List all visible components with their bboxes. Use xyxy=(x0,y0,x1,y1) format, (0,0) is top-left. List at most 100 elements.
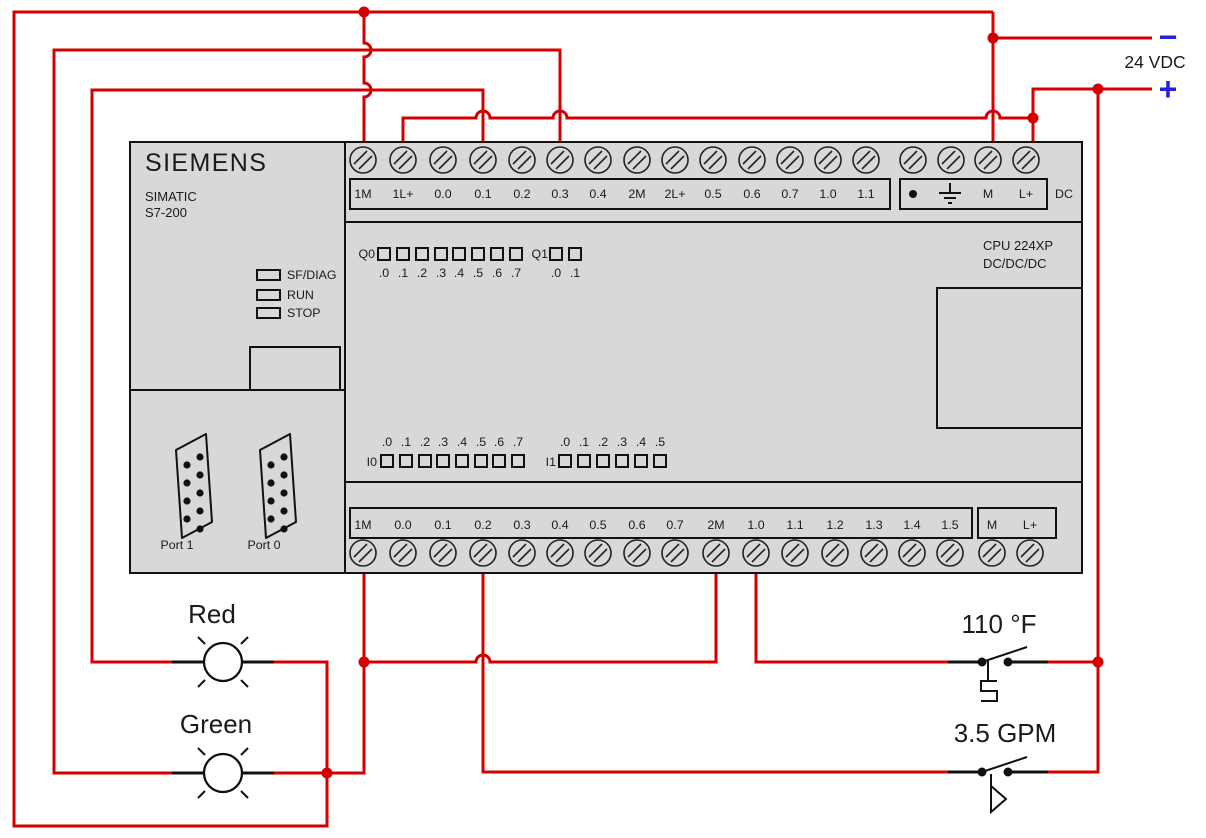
screw-terminal xyxy=(508,539,536,567)
junction-dot xyxy=(987,32,999,44)
terminal-label: 0.7 xyxy=(781,187,798,201)
plc-outline xyxy=(129,141,1083,574)
port-pin xyxy=(267,479,275,487)
terminal-label: L+ xyxy=(1019,187,1033,201)
input-point-label: .0 xyxy=(560,435,570,449)
wire-0v-top-rail xyxy=(12,10,993,828)
screw-terminal xyxy=(936,539,964,567)
plc-module: SIEMENS SIMATIC S7-200 SF/DIAG RUN STOP … xyxy=(129,141,1083,574)
output-led-square xyxy=(452,247,466,261)
input-group-i1-label: I1 xyxy=(546,455,556,469)
run-led xyxy=(256,289,281,301)
expansion-port-box xyxy=(936,287,1083,429)
terminal-label: M xyxy=(987,518,997,532)
terminal-label: 1.0 xyxy=(747,518,764,532)
port-pin xyxy=(196,525,204,533)
port-0-connector xyxy=(259,433,297,539)
terminal-label: 1.2 xyxy=(826,518,843,532)
output-point-label: .7 xyxy=(511,266,521,280)
temperature-switch: 110 °F xyxy=(948,609,1048,702)
output-point-label: .1 xyxy=(398,266,408,280)
wire-output01-to-red-lamp xyxy=(90,88,485,664)
port-pin xyxy=(196,471,204,479)
terminal-label: 1.0 xyxy=(819,187,836,201)
screw-terminal xyxy=(623,146,651,174)
siemens-logo: SIEMENS xyxy=(145,149,267,177)
top-screw-row xyxy=(349,146,1040,174)
supply-voltage-label: 24 VDC xyxy=(1124,52,1185,72)
switch-arm xyxy=(981,646,1028,663)
terminal-label: 2L+ xyxy=(664,187,685,201)
red-lamp-label: Red xyxy=(188,599,236,629)
terminal-label: 1L+ xyxy=(392,187,413,201)
terminal-label: L+ xyxy=(1023,518,1037,532)
screw-terminal xyxy=(937,146,965,174)
terminal-label: 1.3 xyxy=(865,518,882,532)
power-supply: 24 VDC − + xyxy=(1124,19,1185,107)
wire-plus-drop xyxy=(1048,89,1100,774)
cpu-power-label: DC/DC/DC xyxy=(983,256,1047,271)
temperature-actuator-icon xyxy=(980,661,998,702)
screw-terminal xyxy=(738,146,766,174)
port-pin xyxy=(267,461,275,469)
terminal-label: 0.5 xyxy=(589,518,606,532)
wire-1m-top-riser xyxy=(362,12,373,144)
input-led-square xyxy=(577,454,591,468)
screw-terminal xyxy=(1012,146,1040,174)
input-point-label: .4 xyxy=(636,435,646,449)
port-pin xyxy=(267,497,275,505)
screw-terminal xyxy=(899,146,927,174)
port-0-pins xyxy=(267,453,288,533)
green-lamp-label: Green xyxy=(180,709,252,739)
port-pin xyxy=(196,489,204,497)
terminal-label: 1M xyxy=(354,518,371,532)
screw-terminal xyxy=(702,539,730,567)
port-pin xyxy=(280,489,288,497)
screw-terminal xyxy=(429,146,457,174)
input-point-label: .5 xyxy=(655,435,665,449)
sf-diag-led xyxy=(256,269,281,281)
screw-terminal xyxy=(546,146,574,174)
bottom-screw-row xyxy=(349,539,1044,567)
flow-switch-label: 3.5 GPM xyxy=(954,718,1057,748)
screw-terminal xyxy=(860,539,888,567)
port-1-label: Port 1 xyxy=(160,538,193,552)
terminal-label: 0.1 xyxy=(474,187,491,201)
terminal-label: 1.1 xyxy=(857,187,874,201)
earth-ground-icon xyxy=(939,183,961,204)
screw-terminal xyxy=(349,146,377,174)
input-point-label: .5 xyxy=(476,435,486,449)
screw-terminal xyxy=(349,539,377,567)
screw-terminal xyxy=(389,146,417,174)
screw-terminal xyxy=(776,146,804,174)
stop-label: STOP xyxy=(287,306,321,320)
terminal-label: 0.2 xyxy=(513,187,530,201)
screw-terminal xyxy=(821,539,849,567)
sensor-dot-icon xyxy=(909,190,917,198)
terminal-label: 0.1 xyxy=(434,518,451,532)
wire-output03-to-green-lamp xyxy=(52,48,562,775)
screw-terminal xyxy=(661,146,689,174)
terminal-label: 0.2 xyxy=(474,518,491,532)
simatic-label: SIMATIC xyxy=(145,189,197,204)
bottom-terminal-box-right xyxy=(977,507,1057,539)
junction-dot xyxy=(321,767,333,779)
model-label: S7-200 xyxy=(145,205,187,220)
run-label: RUN xyxy=(287,288,314,302)
output-point-label: .4 xyxy=(454,266,464,280)
terminal-label: 2M xyxy=(707,518,724,532)
terminal-label: 1M xyxy=(354,187,371,201)
screw-terminal xyxy=(852,146,880,174)
terminal-label: 0.6 xyxy=(743,187,760,201)
sf-diag-label: SF/DIAG xyxy=(287,268,337,282)
terminal-label: 0.0 xyxy=(394,518,411,532)
output-leds: .0.1.2.3.4.5.6.7.0.1 xyxy=(377,247,582,280)
junction-dot xyxy=(1027,112,1039,124)
input-led-square xyxy=(653,454,667,468)
port-0-label: Port 0 xyxy=(247,538,280,552)
input-point-label: .4 xyxy=(457,435,467,449)
junction-dot xyxy=(1092,83,1104,95)
input-led-square xyxy=(399,454,413,468)
